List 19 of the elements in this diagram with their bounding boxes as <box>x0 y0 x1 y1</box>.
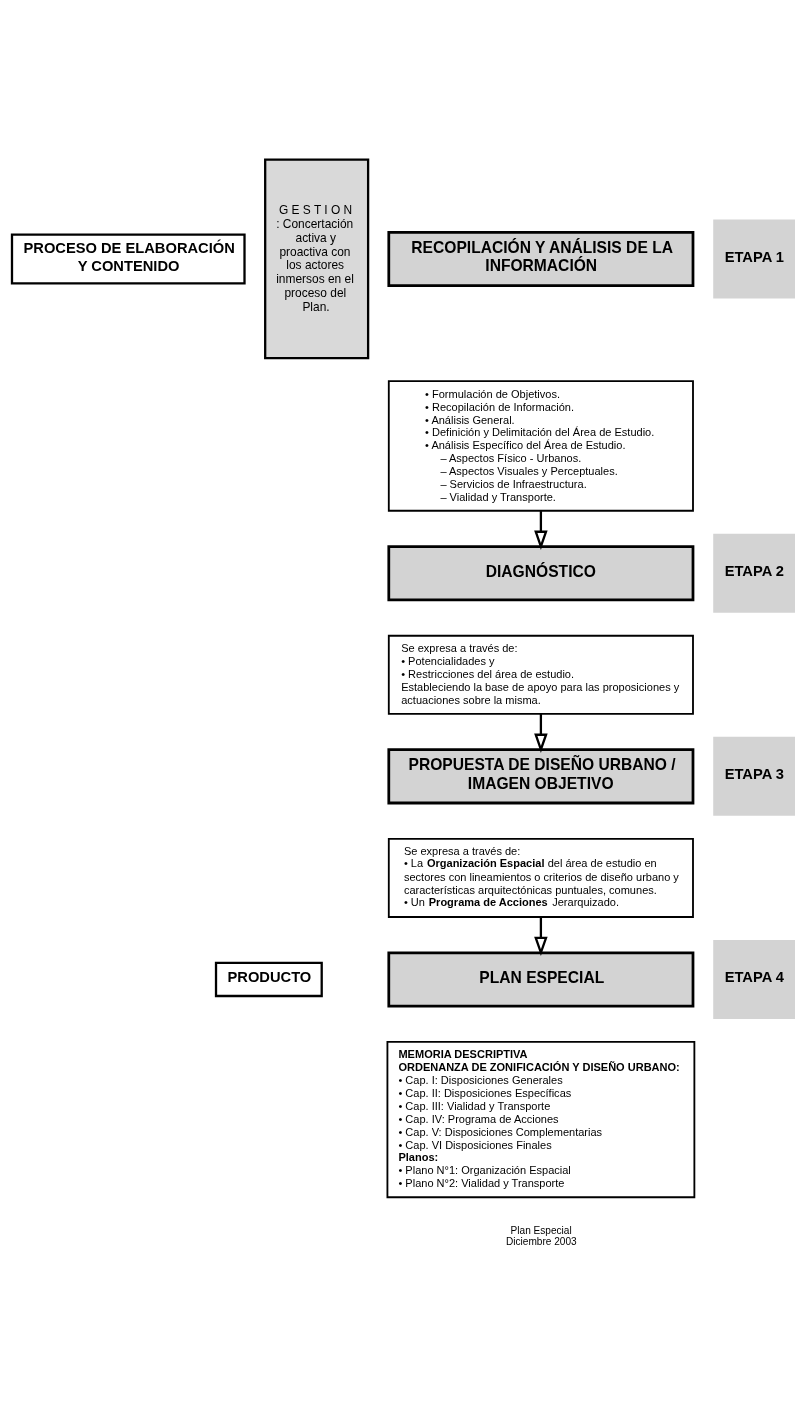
node-box: PROPUESTA DE DISEÑO URBANO / IMAGEN OBJETIVO <box>387 747 695 804</box>
node-box: Se expresa a través de: • La Organización Espacial del área de estudio en sectores con lineamientos o criterios de diseño urbano y características arquitectónicas puntuales, comunes. • Un Programa de Acciones Jerarquizado. <box>387 837 694 918</box>
arrow <box>534 510 548 550</box>
node-box: ETAPA 2 <box>713 533 795 613</box>
node-box: DIAGNÓSTICO <box>387 544 695 601</box>
node-box: PROCESO DE ELABORACIÓN Y CONTENIDO <box>10 232 246 284</box>
label: Plan Especial Diciembre 2003 <box>505 1224 577 1247</box>
node-box: RECOPILACIÓN Y ANÁLISIS DE LA INFORMACIÓN <box>387 230 695 287</box>
node-box: G E S T I O N : Concertación activa y proactiva con los actores inmersos en el proceso del Plan. <box>264 158 370 359</box>
node-box: MEMORIA DESCRIPTIVA ORDENANZA DE ZONIFICACIÓN Y DISEÑO URBANO: • Cap. I: Disposiciones Generales • Cap. II: Disposiciones Específicas • Cap. III: Vialidad y Transporte • Cap. IV: Programa de Acciones • Cap. V: Disposiciones Complementarias • Cap. VI Disposiciones Finales Planos: • Plano N°1: Organización Espacial • Plano N°2: Vialidad y Transporte <box>386 1040 696 1198</box>
node-box: PRODUCTO <box>214 961 323 997</box>
node-box: PLAN ESPECIAL <box>387 950 695 1007</box>
node-box: ETAPA 1 <box>713 218 795 298</box>
node-box: ETAPA 4 <box>713 939 795 1019</box>
node-box: ETAPA 3 <box>713 736 795 816</box>
arrow <box>534 713 548 753</box>
node-box: Se expresa a través de: • Potencialidades y • Restricciones del área de estudio. Estableciendo la base de apoyo para las proposiciones y actuaciones sobre la misma. <box>387 634 694 715</box>
arrow <box>534 916 548 956</box>
node-box: • Formulación de Objetivos. • Recopilación de Información. • Análisis General. • Definición y Delimitación del Área de Estudio. • Análisis Específico del Área de Estudio. – Aspectos Físico - Urbanos. – Aspectos Visuales y Perceptuales. – Servicios de Infraestructura. – Vialidad y Transporte. <box>387 379 694 512</box>
